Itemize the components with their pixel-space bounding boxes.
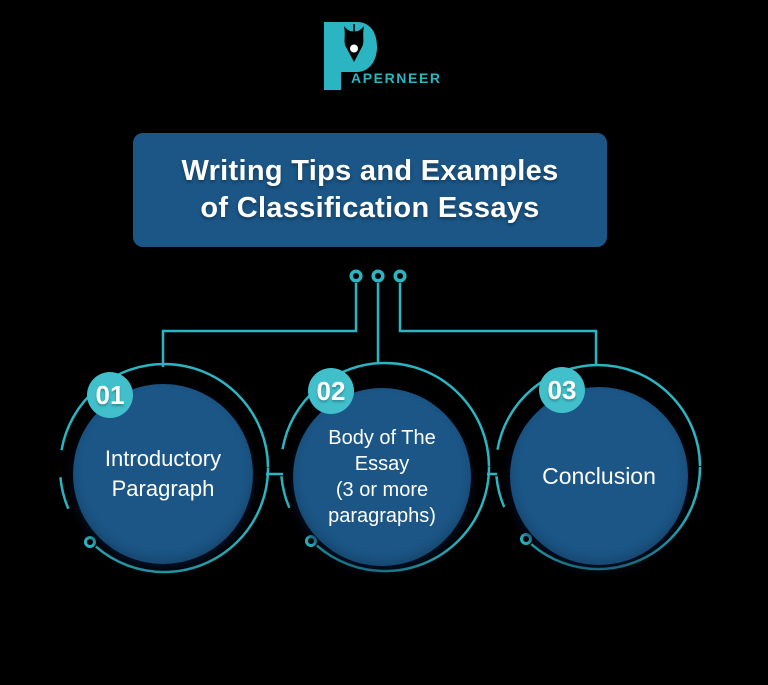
brand-text: APERNEER xyxy=(351,70,442,86)
step-label-2: Body of The Essay (3 or more paragraphs) xyxy=(328,427,436,527)
step-label-1: Introductory Paragraph xyxy=(104,446,222,501)
step-label-3: Conclusion xyxy=(542,463,656,489)
pen-nib-p-icon xyxy=(324,22,377,90)
page-title: Writing Tips and Examples of Classificat… xyxy=(181,155,559,224)
paperneer-logo: APERNEER xyxy=(320,14,450,94)
step-number-badge-1: 01 xyxy=(87,372,133,418)
step-number-badge-3: 03 xyxy=(539,367,585,413)
step-number-badge-2: 02 xyxy=(308,368,354,414)
step-circle-2: Body of The Essay (3 or more paragraphs) xyxy=(293,388,471,566)
step-circle-3: Conclusion xyxy=(510,387,688,565)
title-banner: Writing Tips and Examples of Classificat… xyxy=(133,133,607,247)
timeline-dots xyxy=(349,269,407,283)
